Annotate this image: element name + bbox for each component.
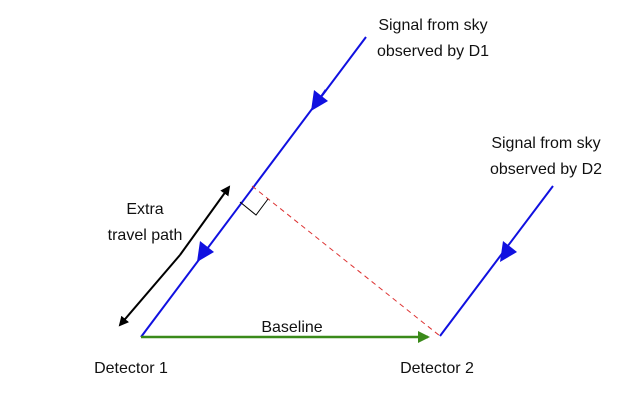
extra-travel-path-arrow-top — [179, 185, 231, 256]
detector-2-label: Detector 2 — [400, 360, 474, 377]
signal-d2-label-line1: Signal from sky — [491, 135, 600, 152]
baseline-label: Baseline — [261, 319, 322, 336]
signal-d1-label-line2: observed by D1 — [377, 43, 489, 60]
signal-d1-arrow-upper — [311, 90, 328, 111]
detector-1-label: Detector 1 — [94, 360, 168, 377]
extra-travel-label-line2: travel path — [108, 227, 183, 244]
signal-d2-line — [439, 185, 554, 337]
right-angle-marker — [239, 198, 269, 216]
signal-d1-label-line1: Signal from sky — [378, 17, 487, 34]
extra-travel-label-line1: Extra — [126, 201, 163, 218]
signal-d2-label-line2: observed by D2 — [490, 161, 602, 178]
projection-dashed-line — [251, 185, 441, 337]
extra-travel-path-arrow — [118, 254, 181, 327]
signal-d1-arrow-lower — [197, 241, 214, 262]
signal-d2-arrow — [500, 241, 517, 262]
